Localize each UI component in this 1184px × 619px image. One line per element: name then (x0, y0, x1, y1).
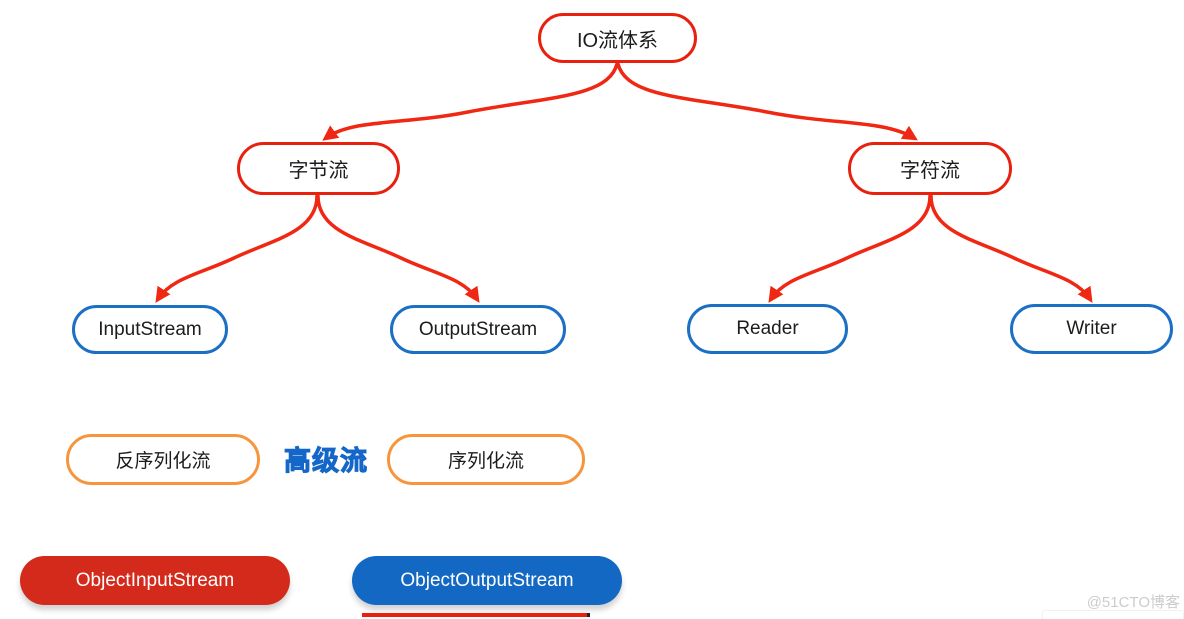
node-io-stream-system-label: IO流体系 (576, 29, 659, 52)
node-deserialize-stream-label: 反序列化流 (115, 451, 211, 472)
watermark-51cto: @51CTO博客 (1080, 591, 1180, 612)
node-outputstream: OutputStream (390, 305, 566, 354)
advanced-stream-label: 高级流 (281, 440, 371, 476)
edge-root-to-byte-stream-arrow (322, 62, 619, 141)
edge-byte-to-inputstream-arrow (155, 194, 319, 303)
node-byte-stream-label: 字节流 (288, 160, 349, 182)
node-char-stream-label: 字符流 (900, 160, 960, 182)
node-inputstream: InputStream (72, 305, 228, 354)
edge-char-to-reader-arrow (768, 194, 932, 303)
node-inputstream-label: InputStream (98, 318, 202, 340)
edge-root-to-char-stream-arrow (616, 62, 918, 141)
advanced-stream-label-text: 高级流 (284, 445, 368, 476)
node-byte-stream: 字节流 (237, 142, 400, 195)
watermark-faint-artifact (1042, 610, 1184, 619)
node-serialize-stream: 序列化流 (387, 434, 585, 485)
node-objectinputstream: ObjectInputStream (20, 556, 290, 605)
node-char-stream: 字符流 (848, 142, 1012, 195)
node-deserialize-stream: 反序列化流 (66, 434, 260, 485)
node-reader-label: Reader (736, 318, 799, 339)
cut-off-node-top-edge (362, 613, 590, 617)
node-writer-label: Writer (1066, 318, 1117, 339)
node-io-stream-system: IO流体系 (538, 13, 697, 63)
node-objectoutputstream-label: ObjectOutputStream (400, 569, 574, 591)
node-outputstream-label: OutputStream (418, 318, 538, 340)
node-objectinputstream-label: ObjectInputStream (75, 569, 235, 591)
watermark-text: @51CTO博客 (1086, 594, 1180, 611)
node-objectoutputstream: ObjectOutputStream (352, 556, 622, 605)
node-serialize-stream-label: 序列化流 (447, 451, 524, 472)
edge-byte-to-outputstream-arrow (316, 194, 480, 303)
node-reader: Reader (687, 304, 848, 354)
node-writer: Writer (1010, 304, 1173, 354)
edge-char-to-writer-arrow (929, 194, 1093, 303)
